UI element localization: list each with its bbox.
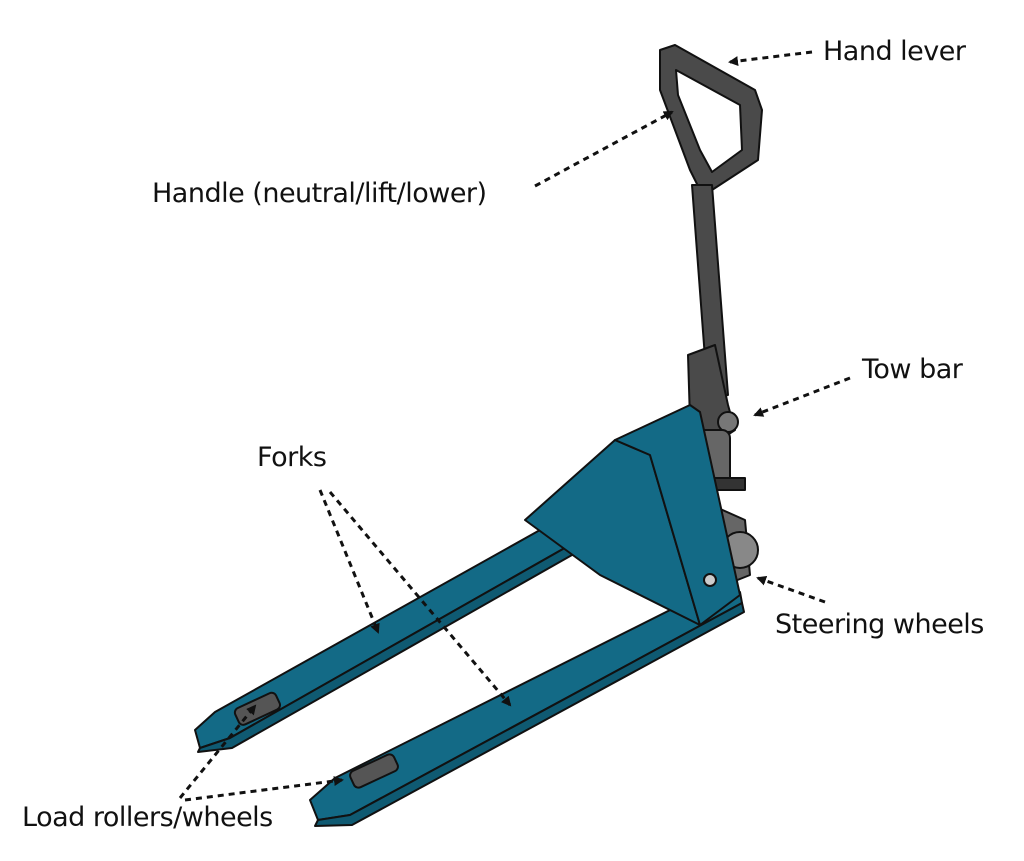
label-steering-wheels: Steering wheels: [775, 609, 984, 640]
steering-wheels-arrow: [756, 575, 826, 604]
label-tow-bar: Tow bar: [862, 354, 963, 385]
tow-bar-arrow: [753, 376, 851, 417]
label-hand-lever: Hand lever: [823, 36, 966, 67]
load-rollers-arrow-left: [178, 704, 257, 799]
forks-arrow-left: [318, 489, 380, 634]
handle-arrow: [534, 110, 674, 188]
chassis: [524, 404, 741, 626]
label-handle: Handle (neutral/lift/lower): [152, 178, 487, 209]
handle: [659, 44, 763, 446]
forks-arrow-right: [328, 491, 512, 707]
load-rollers-arrow-right: [184, 776, 344, 802]
label-forks: Forks: [257, 442, 327, 473]
label-load-rollers: Load rollers/wheels: [22, 802, 273, 833]
hand-lever-arrow: [728, 50, 813, 66]
